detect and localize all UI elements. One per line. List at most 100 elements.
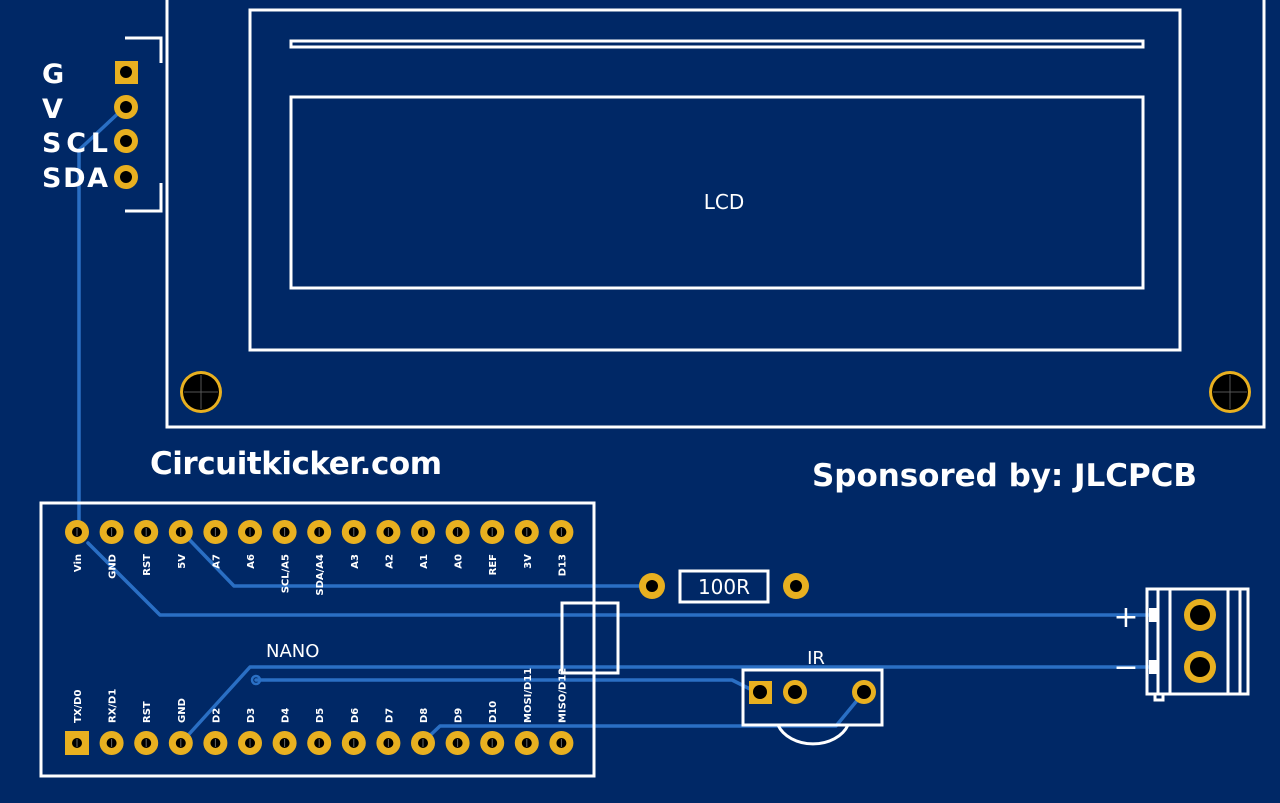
nano-top-pin-a6: A6 — [238, 520, 262, 569]
nano-top-pin-label: GND — [108, 554, 119, 579]
resistor-100r: 100R — [639, 569, 809, 604]
nano-bottom-pin-label: D4 — [281, 708, 292, 723]
via — [250, 674, 262, 686]
sponsor-text: Sponsored by: JLCPCB — [812, 458, 1197, 494]
trace-vcc — [77, 104, 128, 533]
ir-pad-3 — [852, 680, 876, 704]
nano-bottom-pin-d8: D8 — [411, 708, 435, 755]
i2c-header: G V SCL SDA — [42, 36, 163, 213]
trace-plus-rail — [86, 541, 1152, 617]
nano-top-pin-label: 3V — [523, 554, 534, 569]
terminal-notch-top — [1149, 608, 1158, 622]
nano-top-pin-5v: 5V — [168, 520, 193, 569]
nano-bottom-pin-gnd: GND — [168, 698, 193, 755]
resistor-pad-left — [639, 573, 665, 599]
nano-top-pin-rst: RST — [134, 520, 159, 576]
nano-bottom-pin-d4: D4 — [272, 708, 297, 755]
terminal-outline — [1145, 587, 1250, 696]
nano-bottom-pin-label: D6 — [350, 708, 361, 723]
ir-pad-1 — [749, 681, 772, 704]
nano-top-pin-label: A2 — [384, 554, 395, 569]
nano-outline — [39, 501, 596, 778]
i2c-bracket-bottom — [125, 183, 163, 213]
ir-dome-outline — [776, 724, 850, 746]
nano-bottom-pin-d9: D9 — [445, 708, 470, 755]
usb-connector-outline — [560, 601, 620, 675]
nano-top-pin-sda-a4: SDA/A4 — [307, 520, 332, 596]
i2c-pad-sda — [114, 165, 138, 189]
resistor-label: 100R — [698, 575, 750, 599]
nano-bottom-pin-label: D8 — [419, 708, 430, 723]
nano-bottom-pin-label: D5 — [315, 708, 326, 723]
nano-bottom-pin-label: D2 — [211, 708, 222, 723]
mounting-hole-left — [180, 371, 222, 413]
i2c-label-scl: SCL — [42, 128, 108, 159]
nano-bottom-pin-label: D7 — [384, 708, 395, 723]
nano-bottom-pin-rst: RST — [134, 701, 159, 755]
nano-bottom-pin-d2: D2 — [203, 708, 228, 755]
i2c-label-sda: SDA — [42, 163, 108, 194]
nano-bottom-pin-d5: D5 — [307, 708, 332, 755]
trace-5v-resistor — [179, 529, 652, 588]
nano-top-pin-d13: D13 — [549, 520, 574, 576]
nano-top-pin-label: Vin — [73, 554, 84, 572]
terminal-notch-bottom — [1149, 660, 1158, 674]
nano-bottom-pin-rx-d1: RX/D1 — [99, 689, 124, 755]
nano-bottom-pin-d6: D6 — [341, 708, 366, 755]
i2c-pad-v — [114, 95, 138, 119]
nano-top-pin-a1: A1 — [411, 520, 435, 569]
resistor-pad-right — [783, 573, 809, 599]
i2c-label-g: G — [42, 59, 64, 90]
nano-top-pin-scl-a5: SCL/A5 — [272, 520, 297, 593]
power-terminal: + − — [1113, 587, 1250, 702]
mounting-hole-right — [1209, 371, 1251, 413]
nano-top-pin-label: SDA/A4 — [315, 554, 326, 596]
nano-bottom-pin-label: D3 — [246, 708, 257, 723]
nano-top-pin-3v: 3V — [514, 520, 539, 569]
nano-bottom-pin-label: D9 — [454, 708, 465, 723]
ir-sensor: IR — [741, 648, 884, 746]
nano-bottom-pin-d3: D3 — [238, 708, 262, 755]
nano-top-pin-label: A3 — [350, 554, 361, 569]
nano-top-pin-label: REF — [488, 554, 499, 575]
nano-top-pin-label: SCL/A5 — [281, 554, 292, 593]
lcd-outer-outline — [165, 0, 1266, 429]
i2c-bracket-top — [125, 36, 163, 63]
lcd-frame-outline — [248, 8, 1182, 352]
nano-bottom-pin-row: TX/D0 RX/D1 RST GND D2 D3 D4 D5 D6 D7 D8 D9 D10 MOSI/… — [65, 668, 574, 755]
terminal-pad-plus — [1184, 599, 1216, 631]
trace-gnd-minus-rail — [179, 665, 1152, 745]
terminal-tab — [1153, 692, 1165, 702]
website-text: Circuitkicker.com — [150, 446, 442, 482]
ir-label: IR — [807, 648, 825, 669]
i2c-pad-scl — [114, 129, 138, 153]
lcd-screen-outline — [289, 95, 1145, 290]
nano-bottom-pin-label: RST — [142, 701, 153, 723]
nano-bottom-pin-label: D10 — [488, 701, 499, 723]
nano-bottom-pin-label: MOSI/D11 — [523, 668, 534, 723]
nano-top-pin-a3: A3 — [341, 520, 366, 569]
nano-top-pin-vin: Vin — [65, 520, 89, 572]
nano-top-pin-ref: REF — [480, 520, 505, 575]
trace-ir-signal — [254, 678, 758, 694]
lcd-module: LCD — [165, 0, 1266, 429]
nano-bottom-pin-tx-d0: TX/D0 — [65, 690, 89, 755]
lcd-label: LCD — [704, 190, 745, 214]
terminal-minus-label: − — [1113, 650, 1138, 685]
nano-top-pin-label: 5V — [177, 554, 188, 569]
nano-top-pin-label: A6 — [246, 554, 257, 569]
nano-top-pin-label: A7 — [211, 554, 222, 569]
nano-top-pin-label: RST — [142, 554, 153, 576]
nano-top-pin-label: A1 — [419, 554, 430, 569]
nano-top-pin-gnd: GND — [99, 520, 124, 579]
resistor-body — [678, 569, 770, 604]
ir-pad-2 — [783, 680, 807, 704]
lcd-top-bar — [289, 39, 1145, 49]
terminal-pad-minus — [1184, 651, 1216, 683]
nano-bottom-pin-label: MISO/D12 — [557, 668, 568, 723]
terminal-plus-label: + — [1113, 600, 1138, 635]
i2c-label-v: V — [42, 94, 63, 125]
